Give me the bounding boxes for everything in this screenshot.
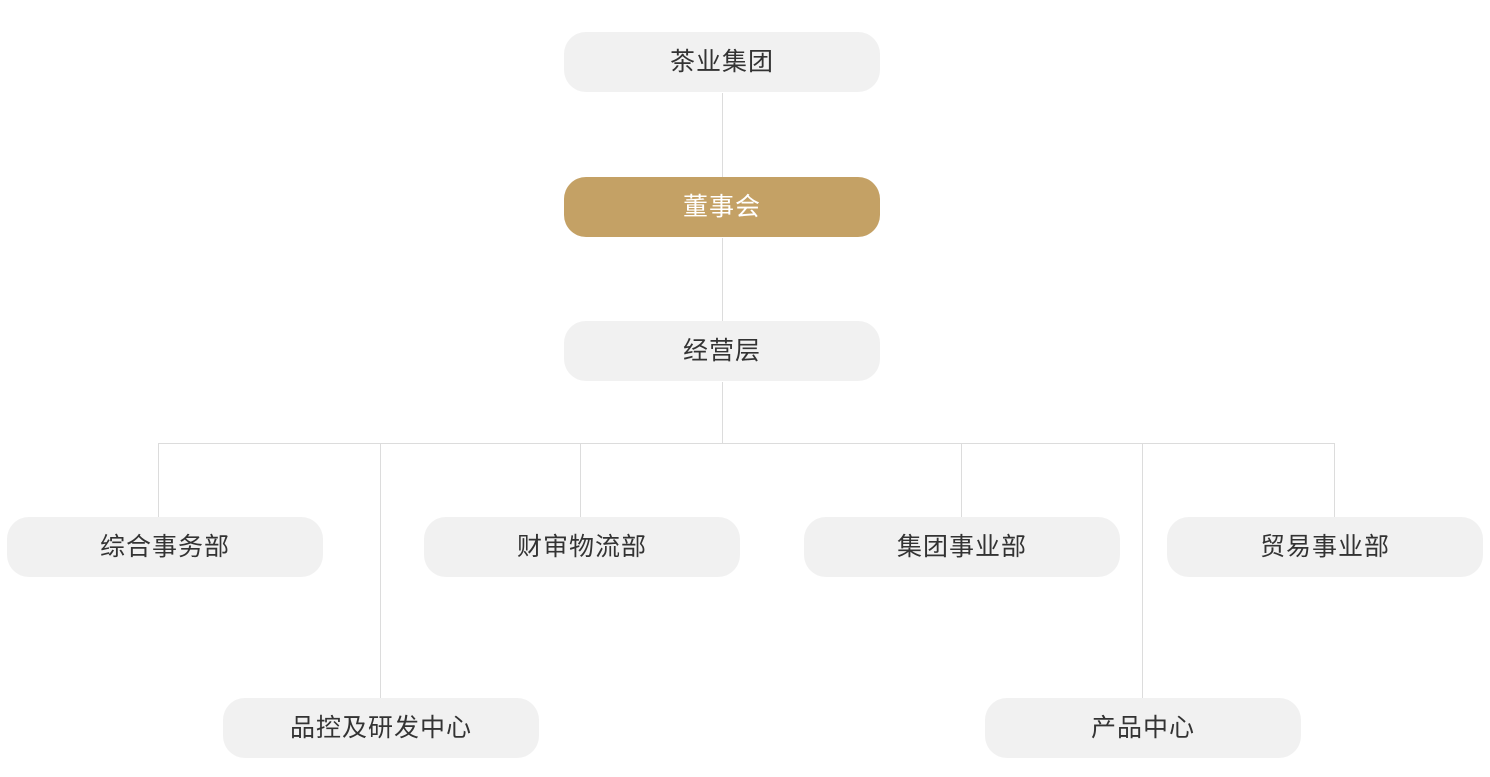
node-management: 经营层	[564, 321, 880, 381]
node-dept-5: 产品中心	[985, 698, 1301, 758]
node-dept-6: 贸易事业部	[1167, 517, 1483, 577]
connector-bus	[158, 443, 1335, 444]
node-dept-1: 综合事务部	[7, 517, 323, 577]
connector-bus-dept-1	[158, 443, 159, 517]
connector-bus-dept-5	[1142, 443, 1143, 698]
node-board: 董事会	[564, 177, 880, 237]
connector-bus-dept-4	[961, 443, 962, 517]
connector-management-bus	[722, 382, 723, 444]
connector-bus-dept-2	[380, 443, 381, 698]
connector-board-management	[722, 238, 723, 321]
node-root: 茶业集团	[564, 32, 880, 92]
connector-bus-dept-3	[580, 443, 581, 517]
connector-root-board	[722, 93, 723, 177]
node-dept-4: 集团事业部	[804, 517, 1120, 577]
connector-bus-dept-6	[1334, 443, 1335, 517]
node-dept-2: 品控及研发中心	[223, 698, 539, 758]
node-dept-3: 财审物流部	[424, 517, 740, 577]
